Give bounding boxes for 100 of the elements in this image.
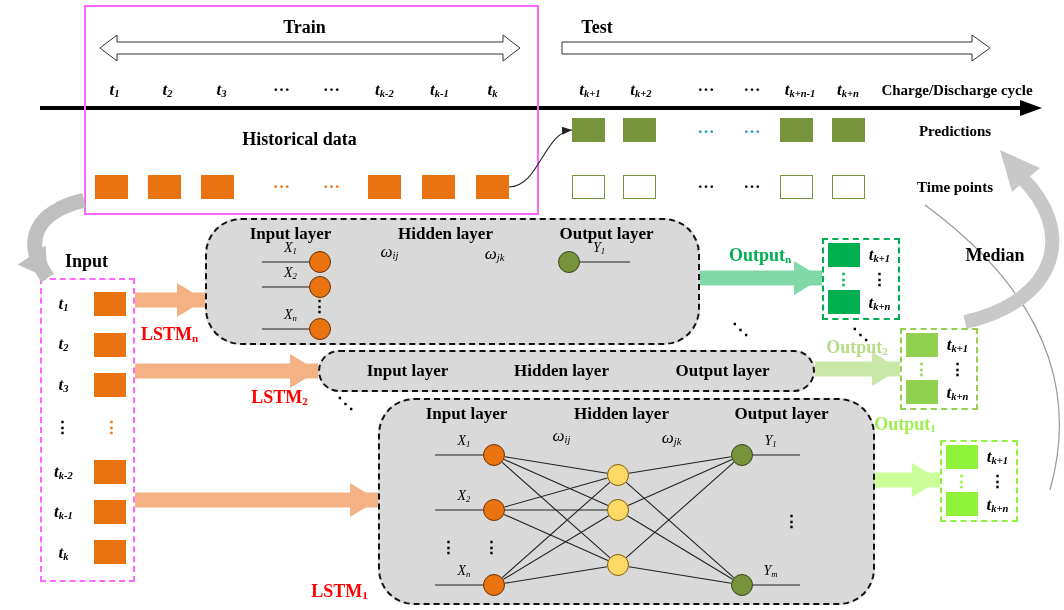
connection-line (503, 455, 608, 474)
signal-label: X$_{2}$ (457, 487, 471, 504)
output-marker (905, 379, 938, 404)
model-label: LSTM$_{1}$ (311, 581, 368, 602)
heading: Test (581, 18, 613, 38)
ellipsis: ⋮ (913, 360, 930, 379)
ellipsis: … (743, 76, 761, 96)
neuron (482, 498, 505, 521)
connection-line (501, 481, 610, 578)
neuron (730, 443, 753, 466)
time-label: t$_{k-2}$ (375, 80, 394, 99)
ellipsis: ⋮ (103, 418, 120, 437)
data-point-marker (93, 539, 126, 564)
neuron (482, 573, 505, 596)
ellipsis: ⋮ (949, 360, 966, 379)
heading: Median (965, 246, 1025, 266)
connection-line (433, 453, 484, 456)
data-point-marker (147, 174, 181, 199)
connection-line (503, 565, 608, 584)
connection-line (503, 458, 608, 506)
connection-line (501, 461, 610, 558)
connection-line (751, 453, 801, 456)
ellipsis: … (323, 173, 340, 192)
signal-label: X$_{2}$ (284, 264, 297, 281)
ellipsis: ⋱ (731, 320, 749, 340)
weight-label: ω$_{ij}$ (380, 242, 399, 261)
data-point-marker (94, 174, 128, 199)
layer-label: Hidden layer (574, 404, 669, 423)
neuron (557, 250, 580, 273)
ellipsis: … (697, 76, 715, 96)
time-label: t$_{k+n}$ (868, 293, 891, 312)
block-arrow (700, 261, 822, 295)
connection-line (751, 583, 801, 586)
arrow (508, 128, 573, 188)
weight-label: ω$_{jk}$ (661, 428, 682, 447)
output-marker (827, 289, 860, 314)
time-label: t$_{3}$ (216, 80, 227, 99)
neuron (606, 463, 629, 486)
time-label: t$_{k-2}$ (54, 462, 73, 481)
ellipsis: ⋮ (440, 538, 457, 557)
ellipsis: … (323, 76, 340, 95)
ellipsis: ⋮ (311, 297, 328, 316)
time-point-marker (832, 175, 865, 199)
signal-label: X$_{n}$ (457, 562, 471, 579)
time-label: t$_{1}$ (109, 80, 120, 99)
time-label: t$_{2}$ (58, 334, 69, 353)
output-marker (945, 444, 978, 469)
time-label: t$_{3}$ (58, 375, 69, 394)
ellipsis: ⋮ (953, 472, 970, 491)
ellipsis: ⋮ (783, 512, 800, 531)
connection-line (260, 260, 310, 263)
time-label: t$_{1}$ (58, 294, 69, 313)
ellipsis: ⋱ (336, 394, 354, 414)
time-label: t$_{2}$ (162, 80, 173, 99)
data-point-marker (421, 174, 455, 199)
prediction-marker (780, 118, 813, 142)
time-label: t$_{k+1}$ (986, 447, 1009, 466)
weight-label: ω$_{jk}$ (484, 244, 505, 263)
time-label: t$_{k+n-1}$ (784, 80, 816, 100)
prediction-marker (623, 118, 656, 142)
time-point-marker (780, 175, 813, 199)
signal-label: Y$_{m}$ (763, 562, 778, 579)
output-label: Output$_{n}$ (728, 246, 792, 266)
heading: Input (65, 251, 108, 272)
connection-line (627, 455, 732, 474)
layer-label: Input layer (425, 404, 508, 423)
neuron (730, 573, 753, 596)
time-label: t$_{k-1}$ (430, 80, 449, 99)
output-frame (940, 440, 1018, 522)
connection-line (433, 583, 484, 586)
block-arrow (135, 283, 205, 317)
heading: Historical data (242, 129, 357, 150)
data-point-marker (367, 174, 401, 199)
connection-line (627, 458, 732, 506)
connection-line (625, 461, 734, 558)
time-label: t$_{k+n}$ (986, 495, 1009, 514)
output-marker (945, 491, 978, 516)
output-marker (905, 332, 938, 357)
row-label: Time points (917, 178, 993, 196)
block-arrow (135, 483, 378, 517)
time-label: t$_{k+1}$ (946, 335, 969, 354)
neuron (308, 250, 331, 273)
axis-label: Charge/Discharge cycle (881, 81, 1033, 99)
output-frame (900, 328, 978, 410)
connection-line (502, 514, 609, 580)
training-frame (84, 5, 539, 215)
model-label: LSTM$_{n}$ (140, 324, 199, 345)
time-label: t$_{k+1}$ (579, 80, 601, 100)
ellipsis: ⋮ (54, 418, 71, 437)
neuron (308, 317, 331, 340)
signal-label: X$_{n}$ (284, 306, 297, 323)
connection-line (625, 481, 734, 578)
neuron (308, 275, 331, 298)
ellipsis: ⋮ (483, 538, 500, 557)
output-label: Output$_{1}$ (874, 415, 936, 435)
neuron (606, 553, 629, 576)
neuron (606, 498, 629, 521)
ellipsis: … (697, 118, 715, 138)
time-label: t$_{k+n}$ (837, 80, 859, 100)
connection-line (260, 327, 310, 330)
